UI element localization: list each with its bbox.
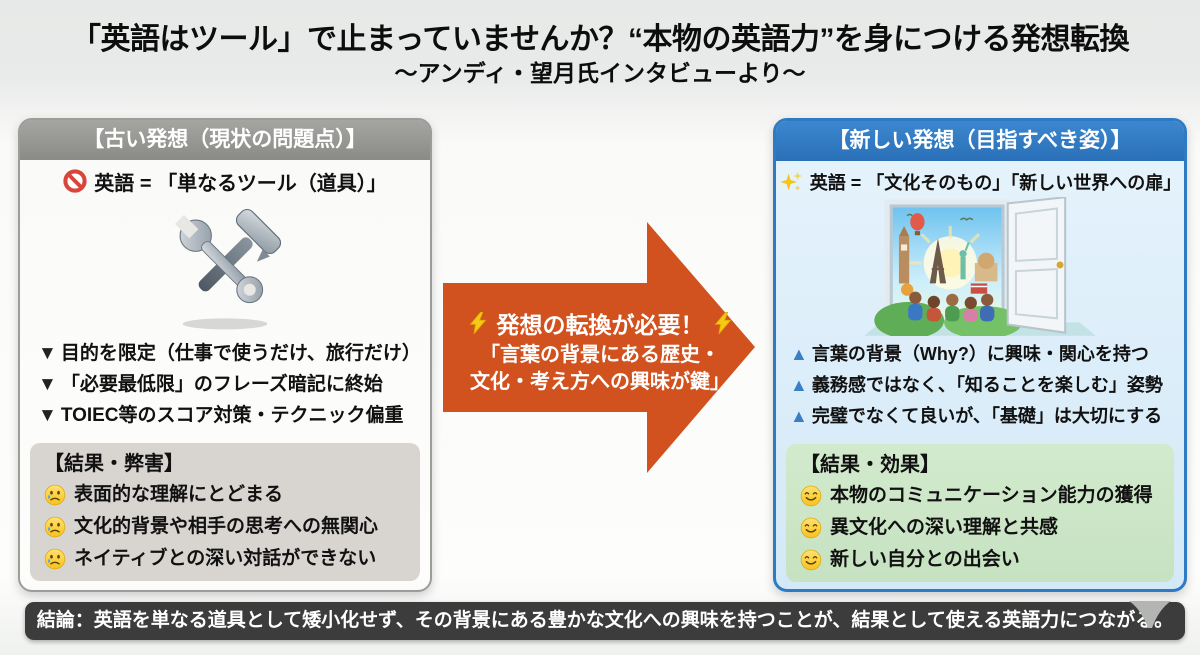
lightning-bolt-icon — [467, 312, 489, 334]
smiling-face-icon — [800, 549, 822, 571]
new-bullet-text: 義務感ではなく、「知ることを楽しむ」姿勢 — [811, 375, 1163, 395]
new-result-header: 【結果・効果】 — [800, 454, 940, 476]
new-bullet: ▲言葉の背景（Why?）に興味・関心を持つ — [790, 339, 1176, 370]
old-result-item: 表面的な理解にとどまる — [44, 479, 406, 511]
old-bullet-text: 目的を限定（仕事で使うだけ、旅行だけ） — [60, 343, 421, 364]
new-result-text: 異文化への深い理解と共感 — [830, 517, 1059, 538]
arrow-quote-line-1: 「言葉の背景にある歴史・ — [480, 344, 720, 366]
old-result-item: ネイティブとの深い対話ができない — [44, 543, 406, 575]
new-mindset-panel: 【新しい発想（目指すべき姿）】 英語 = 「文化そのもの」「新しい世界への扉」 — [773, 118, 1187, 592]
new-bullet-list: ▲言葉の背景（Why?）に興味・関心を持つ ▲義務感ではなく、「知ることを楽しむ… — [790, 339, 1176, 432]
old-result-header: 【結果・弊害】 — [44, 453, 184, 475]
old-result-text: 文化的背景や相手の思考への無関心 — [74, 516, 379, 537]
world-scene — [874, 207, 1023, 339]
old-result-text: ネイティブとの深い対話ができない — [74, 548, 377, 569]
page-title: 「英語はツール」で止まっていませんか？“本物の英語力”を身につける発想転換 — [71, 23, 1129, 56]
old-result-box: 【結果・弊害】 表面的な理解にとどまる 文化的背景や相手の思考への無関心 ネイテ… — [30, 443, 420, 581]
arrow-headline-text: 発想の転換が必要！ — [496, 312, 704, 338]
new-bullet: ▲完璧でなくて良いが、「基礎」は大切にする — [790, 401, 1176, 432]
conclusion-text: 結論：英語を単なる道具として矮小化せず、その背景にある豊かな文化への興味を持つこ… — [36, 610, 1174, 631]
page-subtitle: ～アンディ・望月氏インタビューより～ — [394, 60, 806, 86]
new-result-item: 異文化への深い理解と共感 — [800, 512, 1160, 544]
hammer-wrench-art — [174, 208, 282, 330]
arrow-headline-row: 発想の転換が必要！ — [441, 308, 759, 338]
downward-triangle-icon — [1129, 601, 1171, 628]
new-result-text: 本物のコミュニケーション能力の獲得 — [830, 485, 1153, 506]
open-door-art — [864, 196, 1096, 339]
transition-arrow — [443, 222, 755, 473]
lightning-bolt-icon — [712, 312, 734, 334]
old-result-item: 文化的背景や相手の思考への無関心 — [44, 511, 406, 543]
old-panel-header: 【古い発想（現状の問題点）】 — [20, 120, 430, 160]
new-panel-header: 【新しい発想（目指すべき姿）】 — [776, 121, 1184, 161]
hammer-wrench-illustration — [20, 196, 430, 336]
open-door — [1006, 196, 1067, 334]
triangle-up-marker: ▲ — [790, 406, 808, 426]
smiling-face-icon — [800, 485, 822, 507]
old-bullet-text: 「必要最低限」のフレーズ暗記に終始 — [60, 374, 383, 395]
old-bullet-list: ▼目的を限定（仕事で使うだけ、旅行だけ） ▼「必要最低限」のフレーズ暗記に終始 … — [38, 338, 422, 431]
arrow-quote: 「言葉の背景にある歴史・ 文化・考え方への興味が鍵」 — [441, 342, 759, 396]
new-result-text: 新しい自分との出会い — [830, 549, 1020, 570]
sad-tear-face-icon — [44, 548, 66, 570]
new-bullet-text: 完璧でなくて良いが、「基礎」は大切にする — [811, 406, 1163, 426]
new-bullet: ▲義務感ではなく、「知ることを楽しむ」姿勢 — [790, 370, 1176, 401]
prohibited-icon — [63, 169, 87, 193]
old-bullet: ▼TOIEC等のスコア対策・テクニック偏重 — [38, 400, 422, 431]
old-bullet-text: TOIEC等のスコア対策・テクニック偏重 — [60, 405, 404, 426]
triangle-down-marker: ▼ — [38, 374, 57, 395]
sad-tear-face-icon — [44, 516, 66, 538]
open-door-illustration — [776, 196, 1184, 339]
new-result-item: 本物のコミュニケーション能力の獲得 — [800, 480, 1160, 512]
smiling-face-icon — [800, 517, 822, 539]
arrow-quote-line-2: 文化・考え方への興味が鍵」 — [470, 371, 730, 393]
sad-tear-face-icon — [44, 484, 66, 506]
triangle-down-marker: ▼ — [38, 343, 57, 364]
old-bullet: ▼目的を限定（仕事で使うだけ、旅行だけ） — [38, 338, 422, 369]
people-group — [908, 291, 995, 322]
conclusion-bar: 結論：英語を単なる道具として矮小化せず、その背景にある豊かな文化への興味を持つこ… — [25, 602, 1185, 640]
new-equation-text: 英語 = 「文化そのもの」「新しい世界への扉」 — [809, 173, 1182, 193]
old-equation-row: 英語 = 「単なるツール（道具）」 — [20, 166, 430, 196]
sparkles-icon — [779, 170, 803, 194]
new-result-item: 新しい自分との出会い — [800, 544, 1160, 576]
old-mindset-panel: 【古い発想（現状の問題点）】 英語 = 「単なるツール（道具）」 — [18, 118, 432, 592]
old-result-text: 表面的な理解にとどまる — [74, 484, 284, 505]
wrench-icon — [174, 214, 264, 304]
new-equation-row: 英語 = 「文化そのもの」「新しい世界への扉」 — [776, 167, 1184, 197]
triangle-up-marker: ▲ — [790, 344, 808, 364]
old-equation-text: 英語 = 「単なるツール（道具）」 — [94, 172, 387, 195]
triangle-down-marker: ▼ — [38, 405, 57, 426]
triangle-up-marker: ▲ — [790, 375, 808, 395]
new-result-box: 【結果・効果】 本物のコミュニケーション能力の獲得 異文化への深い理解と共感 新… — [786, 444, 1174, 582]
new-bullet-text: 言葉の背景（Why?）に興味・関心を持つ — [811, 344, 1149, 364]
old-bullet: ▼「必要最低限」のフレーズ暗記に終始 — [38, 369, 422, 400]
